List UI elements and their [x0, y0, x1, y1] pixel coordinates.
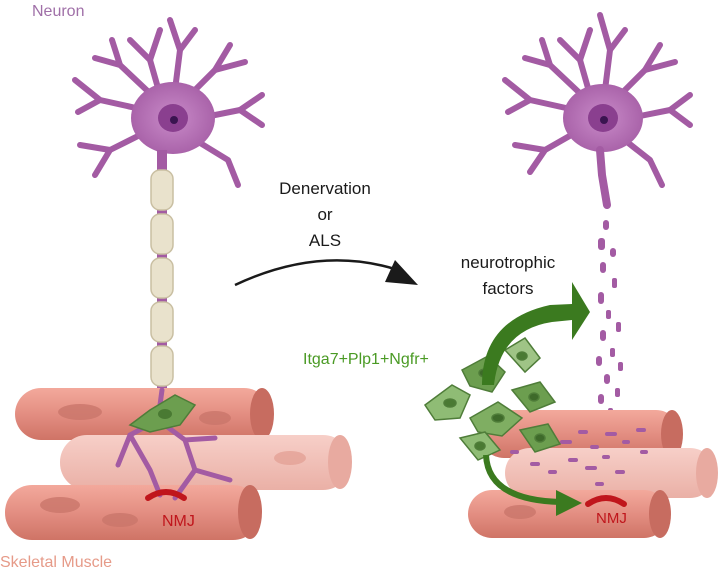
- condition-label-line2: or: [317, 205, 332, 224]
- condition-label-line1: Denervation: [279, 179, 371, 198]
- neurotrophic-label-line1: neurotrophic: [461, 253, 556, 272]
- neuron-label: Neuron: [32, 3, 84, 20]
- skeletal-muscle-label: Skeletal Muscle: [0, 554, 112, 570]
- neurotrophic-label-line2: factors: [482, 279, 533, 298]
- muscle-fiber-right-icon: [468, 410, 718, 538]
- schwann-cell-icon: [128, 394, 197, 433]
- condition-label-line3: ALS: [309, 231, 341, 250]
- healthy-neuron-icon: [72, 17, 265, 390]
- degenerating-neuron-icon: [502, 12, 693, 416]
- nmj-right-label: NMJ: [596, 510, 627, 527]
- cell-marker-label: Itga7+Plp1+Ngfr+: [303, 351, 429, 368]
- green-arrow-nmj-icon: [483, 454, 582, 516]
- nmj-left-label: NMJ: [162, 513, 195, 530]
- muscle-fiber-icon: [5, 388, 352, 540]
- terminal-debris-icon: [510, 428, 648, 486]
- nmj-left-icon: [145, 489, 187, 501]
- green-arrow-icon: [482, 282, 590, 385]
- nmj-right-icon: [585, 495, 627, 507]
- curved-arrow-icon: [234, 259, 418, 287]
